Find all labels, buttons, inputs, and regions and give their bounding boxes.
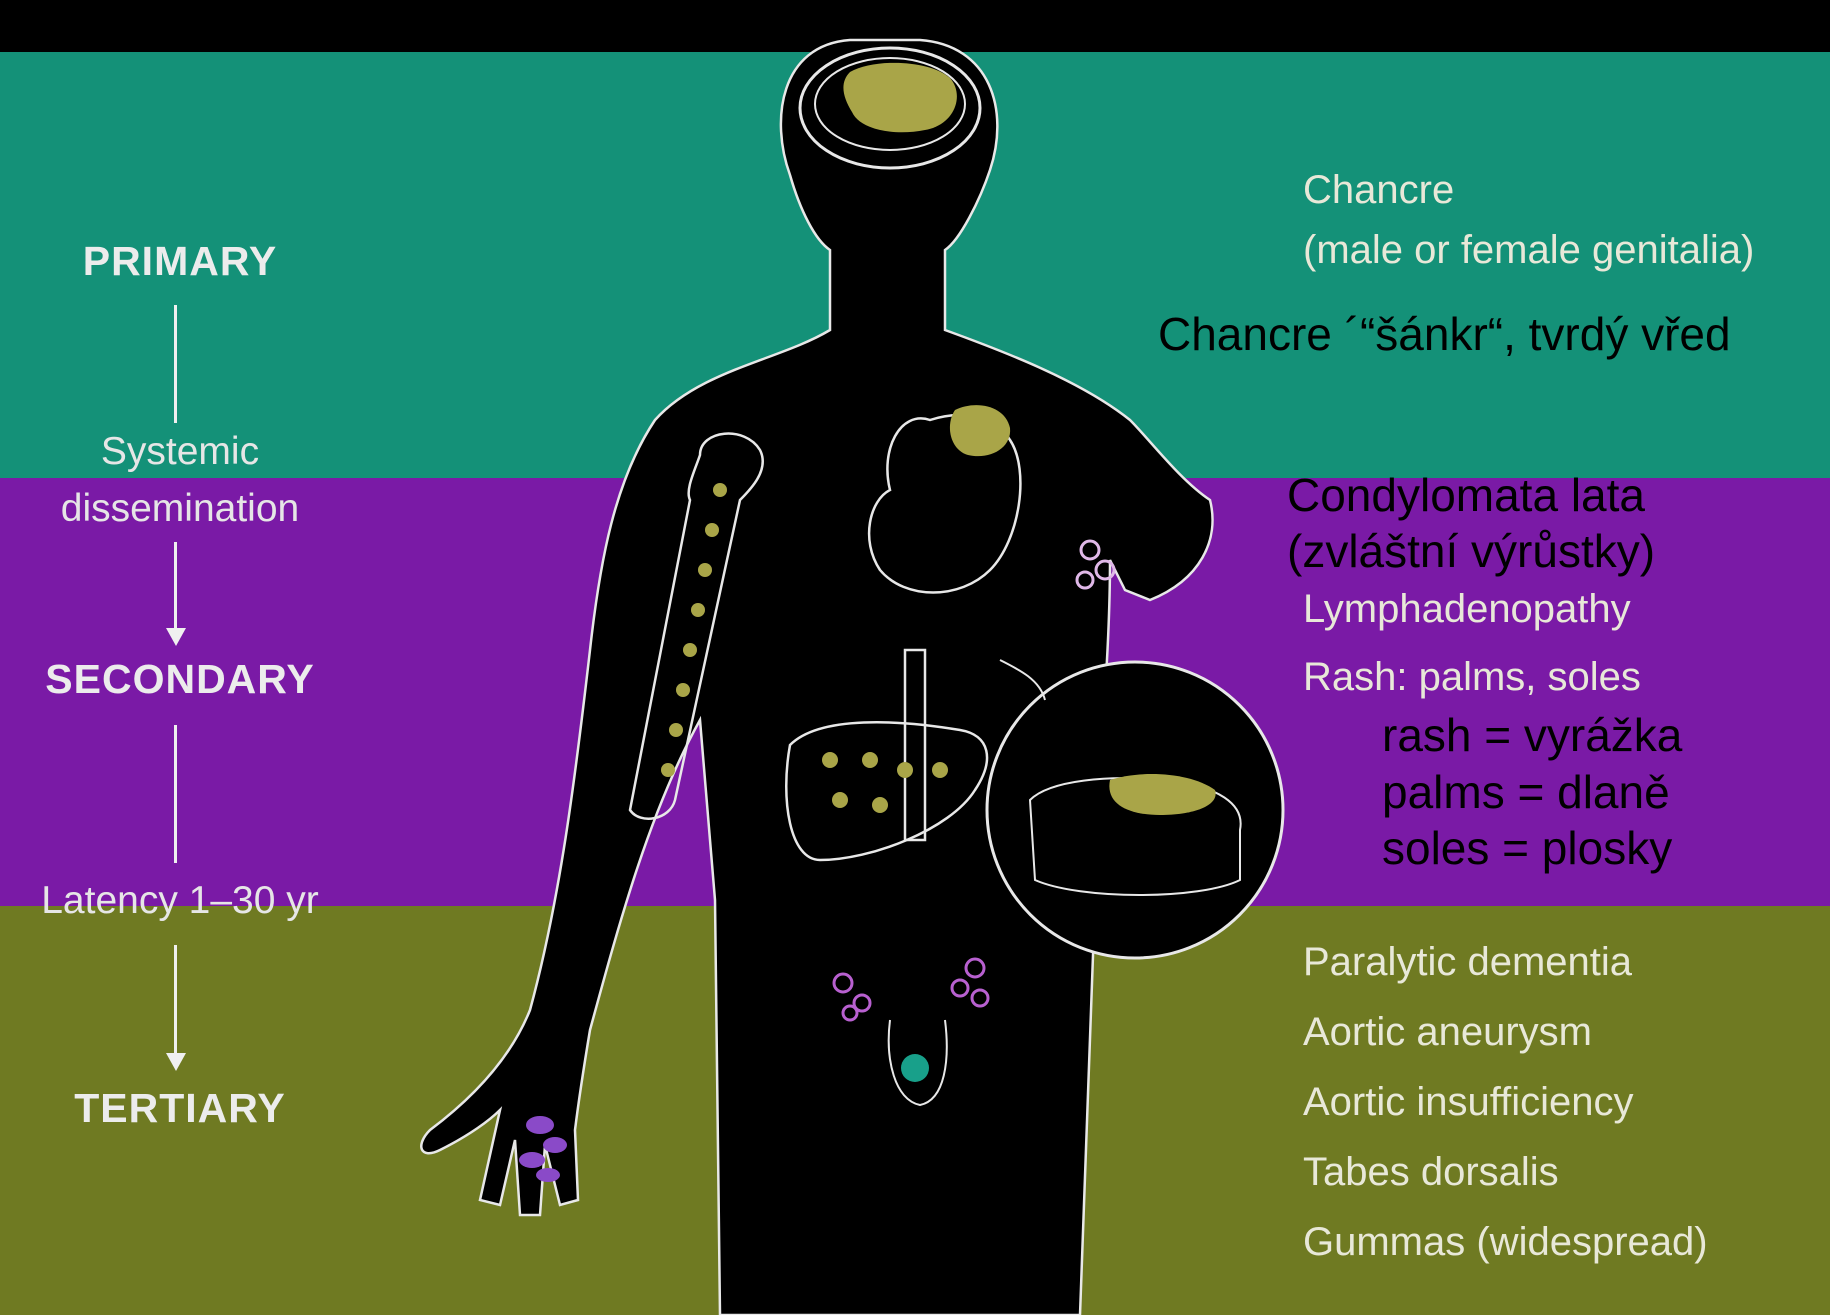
timeline-connector xyxy=(174,945,177,1055)
down-arrow-icon xyxy=(166,628,186,646)
chancre-lesion xyxy=(901,1054,929,1082)
primary-finding-location: (male or female genitalia) xyxy=(1303,228,1754,273)
down-arrow-icon xyxy=(166,1053,186,1071)
timeline-connector xyxy=(174,542,177,630)
primary-note-czech: Chancre ´“šánkr“, tvrdý vřed xyxy=(1158,306,1731,362)
glossary-line: palms = dlaně xyxy=(1382,764,1670,820)
dissemination-label: dissemination xyxy=(0,480,360,537)
tertiary-finding: Aortic aneurysm xyxy=(1303,1010,1592,1055)
glossary-line: rash = vyrážka xyxy=(1382,707,1682,763)
secondary-finding: Rash: palms, soles xyxy=(1303,655,1641,700)
brain-lesion xyxy=(843,63,956,132)
tertiary-finding: Aortic insufficiency xyxy=(1303,1080,1634,1125)
stage-secondary-label: SECONDARY xyxy=(0,656,360,703)
stage-primary-label: PRIMARY xyxy=(0,238,360,285)
systemic-label: Systemic xyxy=(0,423,360,480)
primary-finding-chancre: Chancre xyxy=(1303,168,1454,213)
secondary-finding: Lymphadenopathy xyxy=(1303,587,1631,632)
stage-tertiary-label: TERTIARY xyxy=(0,1085,360,1132)
tertiary-finding: Tabes dorsalis xyxy=(1303,1150,1559,1195)
tertiary-finding: Paralytic dementia xyxy=(1303,940,1632,985)
tertiary-finding: Gummas (widespread) xyxy=(1303,1220,1708,1265)
timeline-connector xyxy=(174,725,177,863)
timeline-connector xyxy=(174,305,177,423)
condylomata-note: Condylomata lata xyxy=(1287,467,1645,523)
glossary-line: soles = plosky xyxy=(1382,820,1672,876)
condylomata-note-czech: (zvláštní výrůstky) xyxy=(1287,523,1655,579)
latency-label: Latency 1–30 yr xyxy=(0,872,360,929)
